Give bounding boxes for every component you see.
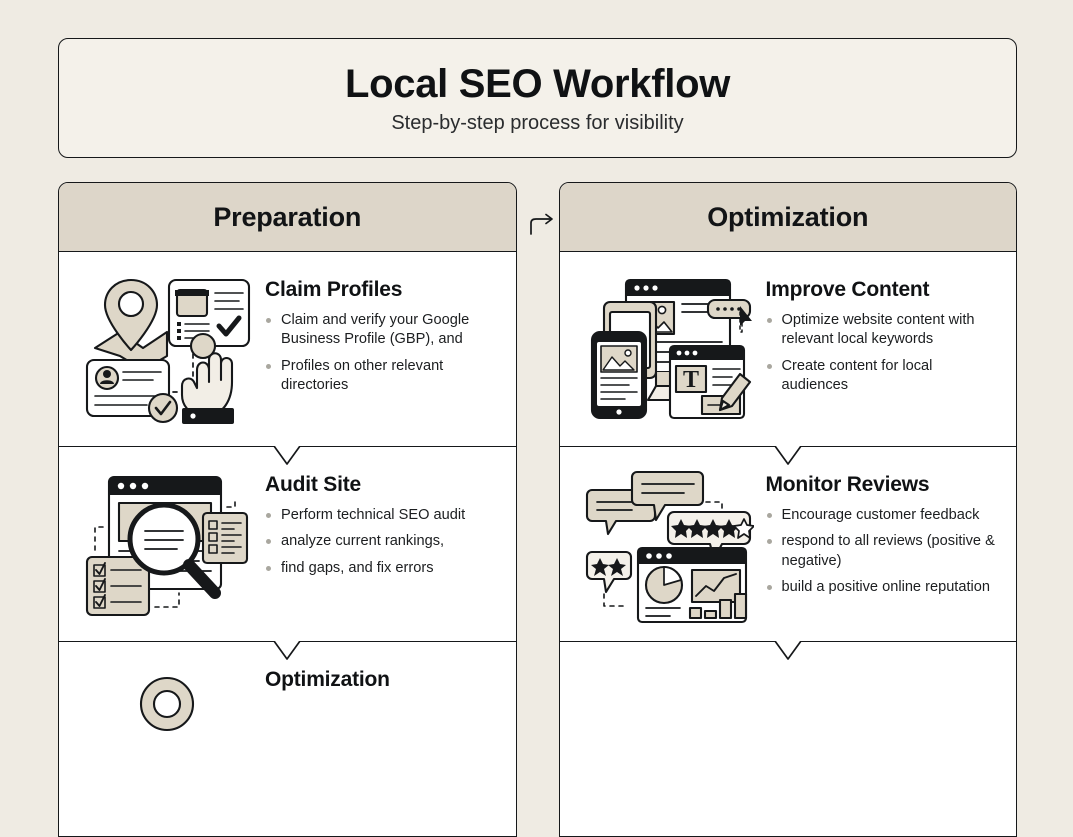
card-optimization[interactable]: Optimization <box>59 640 516 836</box>
notch-icon <box>754 445 821 465</box>
title-banner: Local SEO Workflow Step-by-step process … <box>58 38 1017 158</box>
improve-content-art: T <box>590 278 752 420</box>
card-bullets: Encourage customer feedback respond to a… <box>766 506 1001 597</box>
audit-site-art <box>85 475 249 617</box>
card-body <box>754 664 1001 677</box>
card-title: Optimization <box>265 668 390 691</box>
card-divider-notch <box>754 640 821 665</box>
card-improve-content[interactable]: T <box>559 252 1016 446</box>
optimization-illustration <box>81 664 253 816</box>
list-item: Optimize website content with relevant l… <box>766 311 1001 350</box>
next-step-illustration <box>582 664 754 816</box>
monitor-reviews-art <box>585 470 754 624</box>
card-bullets: Claim and verify your Google Business Pr… <box>265 311 500 395</box>
card-body: Optimization <box>253 664 500 701</box>
column-header-label: Preparation <box>213 201 362 232</box>
column-header-label: Optimization <box>707 201 869 232</box>
page-subtitle: Step-by-step process for visibility <box>391 111 684 134</box>
card-audit-site[interactable]: Audit Site Perform technical SEO audit a… <box>59 445 516 641</box>
list-item: respond to all reviews (positive & negat… <box>766 532 1001 571</box>
card-monitor-reviews[interactable]: Monitor Reviews Encourage customer feedb… <box>559 445 1016 641</box>
svg-text:T: T <box>682 367 698 393</box>
list-item: find gaps, and fix errors <box>265 559 500 578</box>
infographic-page: Local SEO Workflow Step-by-step process … <box>58 38 1017 837</box>
claim-profiles-art <box>85 278 251 424</box>
notch-icon <box>754 640 821 660</box>
list-item: analyze current rankings, <box>265 532 500 551</box>
column-header-preparation: Preparation <box>59 183 516 252</box>
card-title: Monitor Reviews <box>765 473 930 496</box>
column-optimization: Optimization <box>558 182 1017 837</box>
card-bullets: Optimize website content with relevant l… <box>766 311 1001 395</box>
card-title: Claim Profiles <box>265 278 403 301</box>
card-body: Monitor Reviews Encourage customer feedb… <box>754 469 1001 604</box>
card-divider-notch <box>754 445 821 470</box>
list-item: Perform technical SEO audit <box>265 506 500 525</box>
monitor-reviews-illustration <box>582 469 754 624</box>
card-title: Audit Site <box>265 473 361 496</box>
list-item: Create content for local audiences <box>766 357 1001 396</box>
card-claim-profiles[interactable]: Claim Profiles Claim and verify your Goo… <box>59 252 516 446</box>
claim-profiles-illustration <box>81 274 253 426</box>
page-title: Local SEO Workflow <box>344 61 731 106</box>
card-body: Audit Site Perform technical SEO audit a… <box>253 469 500 585</box>
notch-icon <box>254 640 321 660</box>
list-item: build a positive online reputation <box>766 578 1001 597</box>
audit-site-illustration <box>81 469 253 621</box>
list-item: Profiles on other relevant directories <box>265 357 500 396</box>
column-preparation: Preparation <box>58 182 517 837</box>
card-divider-notch <box>254 640 321 665</box>
improve-content-illustration: T <box>582 274 754 426</box>
optimization-art <box>139 676 195 732</box>
list-item: Encourage customer feedback <box>766 506 1001 525</box>
list-item: Claim and verify your Google Business Pr… <box>265 311 500 350</box>
card-body: Claim Profiles Claim and verify your Goo… <box>253 274 500 402</box>
card-title: Improve Content <box>765 278 930 301</box>
column-header-optimization: Optimization <box>559 183 1016 252</box>
card-body: Improve Content Optimize website content… <box>754 274 1001 402</box>
columns-container: Preparation <box>58 182 1017 837</box>
card-divider-notch <box>254 445 321 470</box>
card-next-step[interactable] <box>559 640 1016 836</box>
notch-icon <box>254 445 321 465</box>
card-bullets: Perform technical SEO audit analyze curr… <box>265 506 500 578</box>
